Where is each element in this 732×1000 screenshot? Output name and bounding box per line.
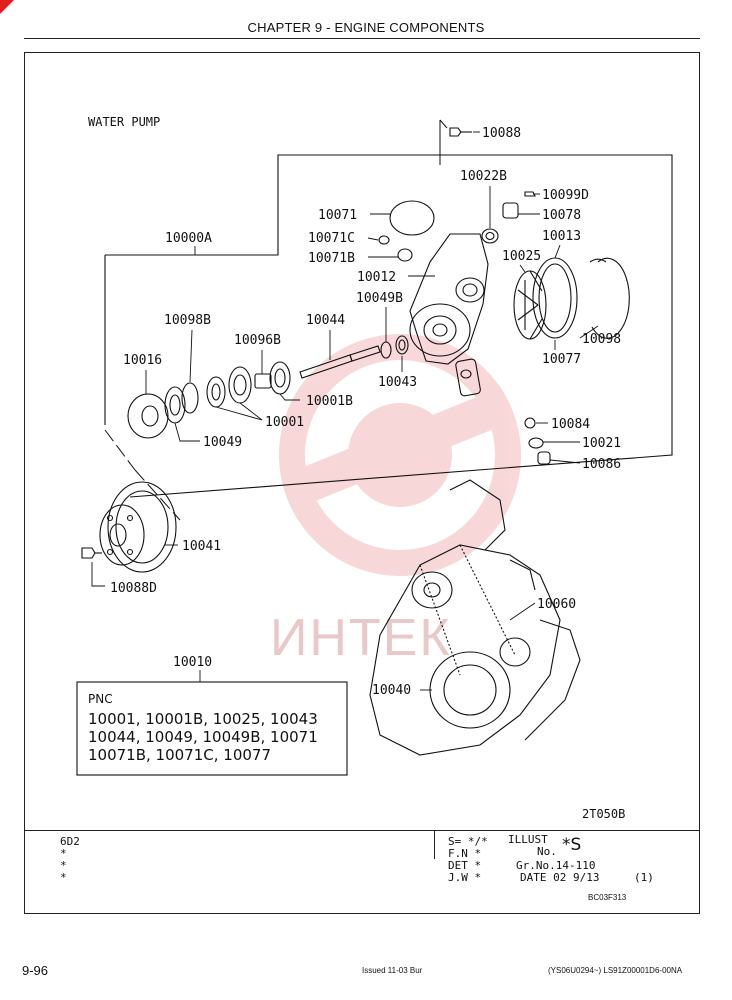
illust-heading: ILLUST — [508, 833, 548, 846]
assembly-outline — [105, 154, 673, 498]
issued-note: Issued 11-03 Bur — [362, 966, 423, 975]
pnc-heading: PNC — [88, 692, 113, 706]
label-10001: 10001 — [265, 415, 304, 430]
label-10096B: 10096B — [234, 333, 281, 348]
diagram-frame — [24, 52, 700, 914]
block-code: BC03F313 — [588, 893, 627, 902]
pnc-box — [76, 681, 348, 776]
label-10040: 10040 — [372, 683, 411, 698]
watermark-text: ИНТЕК — [270, 609, 452, 667]
label-10021: 10021 — [582, 436, 621, 451]
chapter-header: CHAPTER 9 - ENGINE COMPONENTS — [247, 20, 485, 35]
label-10098: 10098 — [582, 332, 621, 347]
fn-line: F.N * — [448, 847, 482, 860]
title-block: 6D2 * * * S= */* F.N * DET * J.W * ILLUS… — [24, 830, 700, 915]
illust-number: *S — [562, 835, 582, 855]
left-mark-3: * — [60, 871, 67, 884]
header-rule — [24, 38, 700, 39]
left-mark-1: * — [60, 847, 67, 860]
label-10001B: 10001B — [306, 394, 353, 409]
water-pump-diagram: ИНТЕК WATER PUMP — [76, 115, 673, 821]
label-10088D: 10088D — [110, 581, 157, 596]
pnc-line-2: 10044, 10049, 10049B, 10071 — [88, 728, 318, 746]
title-divider — [434, 831, 435, 859]
label-10077: 10077 — [542, 352, 581, 367]
pnc-line-1: 10001, 10001B, 10025, 10043 — [88, 710, 318, 728]
label-10000A: 10000A — [165, 231, 212, 246]
label-10043: 10043 — [378, 375, 417, 390]
jw-line: J.W * — [448, 871, 482, 884]
left-mark-2: * — [60, 859, 67, 872]
label-10025: 10025 — [502, 249, 541, 264]
label-10060: 10060 — [537, 597, 576, 612]
label-10010: 10010 — [173, 655, 212, 670]
date: DATE 02 9/13 — [520, 871, 600, 884]
illust-code: 2T050B — [582, 807, 625, 821]
label-10071: 10071 — [318, 208, 357, 223]
parts-drawing — [81, 127, 630, 756]
label-10049B: 10049B — [356, 291, 403, 306]
label-10041: 10041 — [182, 539, 221, 554]
figure-title: WATER PUMP — [88, 115, 160, 129]
label-10012: 10012 — [357, 270, 396, 285]
label-10098B: 10098B — [164, 313, 211, 328]
label-10086: 10086 — [582, 457, 621, 472]
pnc-line-3: 10071B, 10071C, 10077 — [88, 746, 271, 764]
group-number: Gr.No.14-110 — [516, 859, 596, 872]
engine-model: 6D2 — [60, 835, 80, 848]
label-10071C: 10071C — [308, 231, 355, 246]
label-10049: 10049 — [203, 435, 242, 450]
label-10071B: 10071B — [308, 251, 355, 266]
leader-lines — [91, 131, 599, 691]
label-10084: 10084 — [551, 417, 590, 432]
label-10022B: 10022B — [460, 169, 507, 184]
label-10099D: 10099D — [542, 188, 589, 203]
label-10044: 10044 — [306, 313, 345, 328]
no-heading: No. — [537, 845, 557, 858]
s-line: S= */* — [448, 835, 488, 848]
det-line: DET * — [448, 859, 482, 872]
sheet-number: (1) — [634, 871, 654, 884]
label-10016: 10016 — [123, 353, 162, 368]
label-10088: 10088 — [482, 126, 521, 141]
label-10013: 10013 — [542, 229, 581, 244]
reference-code: (YS06U0294~) LS91Z00001D6-00NA — [548, 966, 683, 975]
corner-mark — [0, 0, 14, 14]
label-10078: 10078 — [542, 208, 581, 223]
callout-labels: 10088 10022B 10099D 10078 10071 10071C 1… — [110, 126, 621, 698]
page-number: 9-96 — [22, 963, 49, 978]
watermark-logo — [279, 334, 521, 576]
